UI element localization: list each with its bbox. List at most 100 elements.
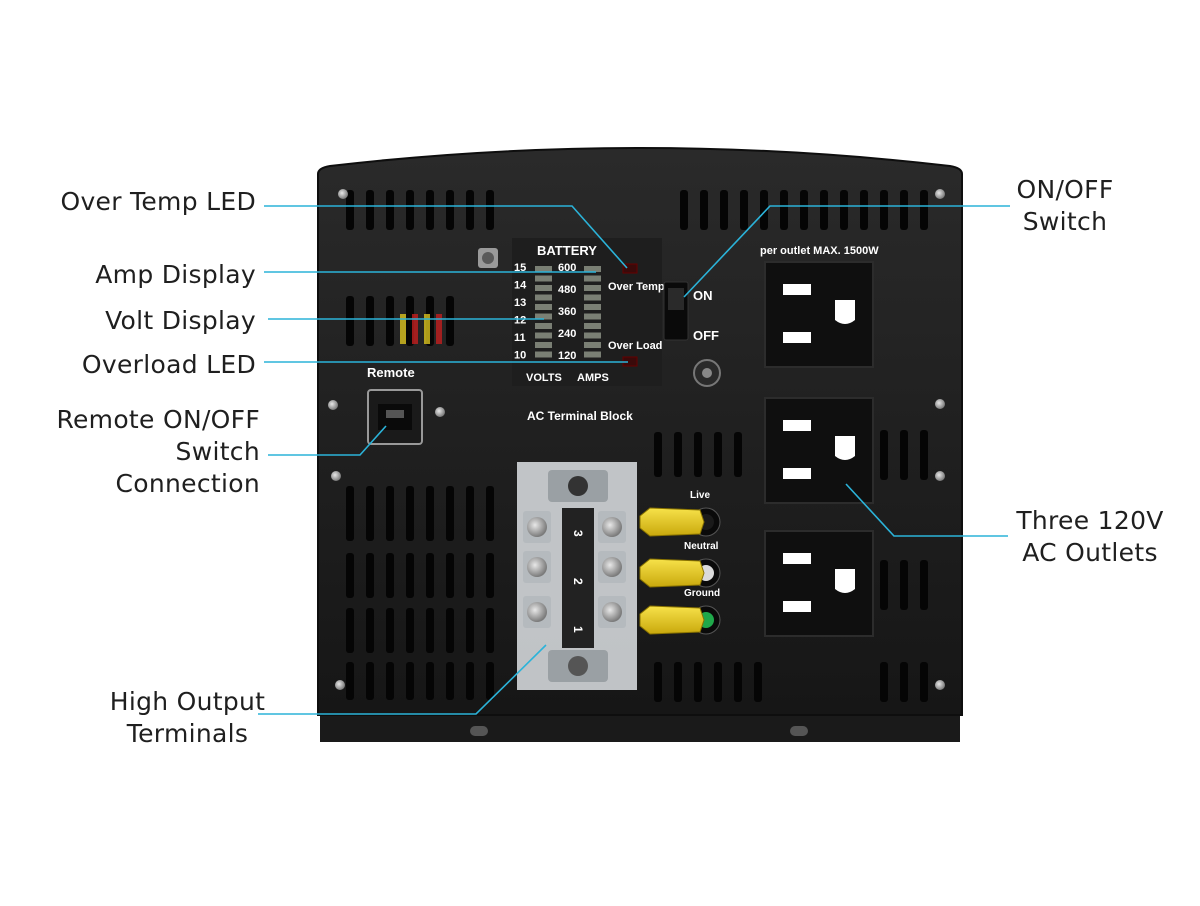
amp-tick-label: 600 [558, 262, 576, 274]
leader-remote [268, 425, 387, 456]
callout-amp-display: Amp Display [95, 259, 256, 291]
callout-amp-text: Amp Display [95, 260, 256, 289]
terminal-number: 1 [571, 626, 585, 633]
wire-connection: Neutral [639, 541, 721, 588]
terminal-number: 3 [571, 530, 585, 537]
callout-volt-text: Volt Display [105, 306, 256, 335]
over-temp-led [622, 263, 638, 274]
volt-led-segment [535, 332, 552, 339]
ac-outlets [764, 261, 874, 637]
amp-led-segment [584, 275, 601, 282]
volt-led-segment [535, 351, 552, 358]
volt-tick-label: 13 [514, 297, 526, 309]
leader-high-output [258, 644, 547, 715]
amp-tick-label: 240 [558, 328, 576, 340]
remote-label: Remote [367, 365, 415, 380]
callout-on-off-switch: ON/OFF Switch [1002, 174, 1128, 238]
volt-tick-label: 14 [514, 280, 527, 292]
volt-led-segment [535, 323, 552, 329]
over-temp-label: Over Temp [608, 281, 665, 293]
leader-over-temp [264, 205, 628, 269]
amp-tick-labels: 600 480 360 240 120 [558, 262, 576, 362]
amp-tick-label: 360 [558, 306, 576, 318]
callout-ac-outlets-line2: AC Outlets [1022, 538, 1158, 567]
volt-led-segment [535, 313, 552, 320]
remote-port[interactable]: Remote [367, 365, 423, 445]
callout-over-temp-text: Over Temp LED [60, 187, 256, 216]
callout-high-output-line1: High Output [109, 687, 266, 716]
wire-connection: Live [639, 490, 721, 537]
wire-label: Neutral [684, 541, 719, 552]
base-slot-right [790, 726, 808, 736]
amp-led-segment [584, 266, 601, 272]
wire-connection: Ground [639, 588, 721, 635]
wire-label: Live [690, 490, 710, 501]
switch-on-label: ON [693, 288, 713, 303]
volt-tick-label: 11 [514, 332, 526, 344]
callout-volt-display: Volt Display [105, 305, 256, 337]
volt-tick-label: 12 [514, 315, 526, 327]
wire-label: Ground [684, 588, 720, 599]
internal-wire [400, 314, 406, 344]
callout-remote-line3: Connection [115, 469, 260, 498]
callout-high-output-line2: Terminals [126, 719, 249, 748]
amps-label: AMPS [577, 372, 609, 384]
callout-on-off-line2: Switch [1022, 207, 1108, 236]
ac-outlet [764, 261, 874, 368]
power-switch[interactable]: ON OFF [663, 281, 719, 343]
callout-high-output: High Output Terminals [100, 686, 275, 750]
volt-led-segment [535, 304, 552, 310]
internal-wire [436, 314, 442, 344]
amp-led-bars [584, 266, 601, 358]
volt-tick-label: 15 [514, 262, 526, 274]
ac-terminal-block: 3 2 1 [517, 462, 637, 690]
amp-led-segment [584, 332, 601, 339]
internal-wire [412, 314, 418, 344]
amp-led-segment [584, 313, 601, 320]
leader-outlets [845, 483, 1008, 537]
terminal-number: 2 [571, 578, 585, 585]
corner-screws [328, 189, 945, 690]
ac-outlet [764, 530, 874, 637]
volt-tick-label: 10 [514, 350, 526, 362]
internal-wire [424, 314, 430, 344]
vent-grille [346, 190, 928, 702]
amp-led-segment [584, 285, 601, 291]
volt-led-segment [535, 266, 552, 272]
callout-remote-line1: Remote ON/OFF [56, 405, 260, 434]
volt-tick-labels: 15 14 13 12 11 10 [514, 262, 527, 362]
callout-remote-switch: Remote ON/OFF Switch Connection [56, 404, 260, 500]
amp-led-segment [584, 342, 601, 348]
callout-overload-led: Overload LED [82, 349, 256, 381]
amp-led-segment [584, 351, 601, 358]
volt-led-segment [535, 342, 552, 348]
amp-tick-label: 120 [558, 350, 576, 362]
base-slot-left [470, 726, 488, 736]
amp-led-segment [584, 294, 601, 301]
callout-overload-text: Overload LED [81, 350, 256, 379]
volt-led-segment [535, 294, 552, 301]
outlet-rating-label: per outlet MAX. 1500W [760, 245, 879, 257]
volt-led-segment [535, 285, 552, 291]
switch-off-label: OFF [693, 328, 719, 343]
battery-label: BATTERY [537, 243, 597, 258]
ground-stud [478, 248, 498, 268]
volt-led-segment [535, 275, 552, 282]
terminal-block-label: AC Terminal Block [527, 409, 633, 423]
callout-remote-line2: Switch [175, 437, 260, 466]
callout-over-temp-led: Over Temp LED [60, 186, 256, 218]
callout-on-off-line1: ON/OFF [1016, 175, 1114, 204]
volt-led-bars [535, 266, 552, 358]
leader-on-off [683, 205, 1010, 298]
mounting-base [320, 712, 960, 742]
over-load-label: Over Load [608, 340, 662, 352]
callout-ac-outlets: Three 120V AC Outlets [1010, 505, 1170, 569]
fuse-holder [693, 359, 721, 387]
leader-lines [258, 205, 1010, 715]
amp-tick-label: 480 [558, 284, 576, 296]
amp-led-segment [584, 323, 601, 329]
ac-outlet [764, 397, 874, 504]
